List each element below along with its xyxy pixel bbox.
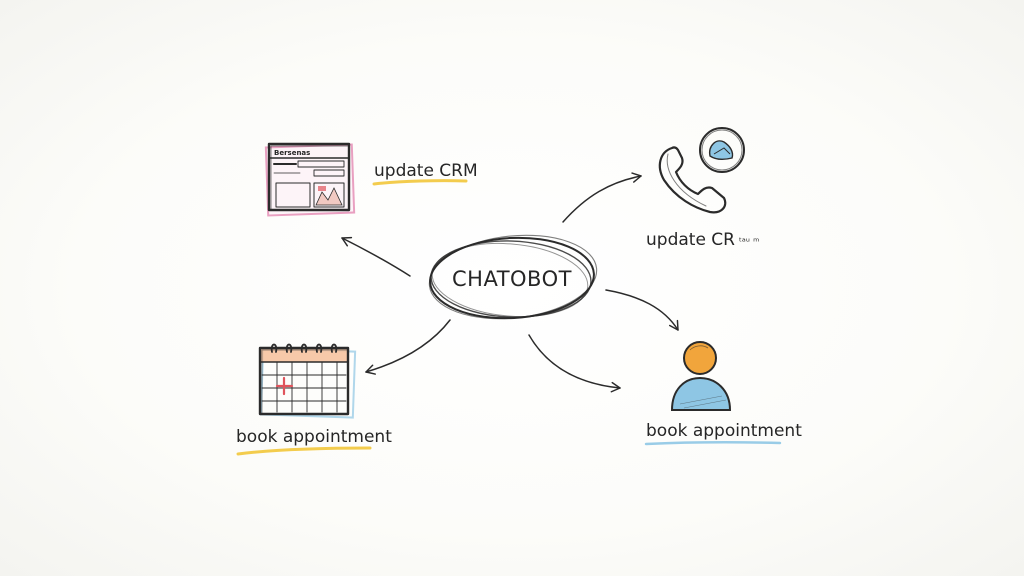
arrow-to-calendar <box>365 319 451 375</box>
arrow-to-phone <box>562 172 642 223</box>
phone-node-label-main: update CR <box>646 230 735 250</box>
browser-window-icon: Bersenas <box>264 142 356 217</box>
arrow-to-person <box>605 289 679 331</box>
phone-node-label-suffix: ᵗᵃᵘ ᵐ <box>739 237 759 248</box>
phone-node-label: update CR ᵗᵃᵘ ᵐ <box>646 230 759 250</box>
person-label-underline <box>644 441 782 446</box>
person-icon <box>670 341 732 411</box>
arrow-to-person-lower <box>528 334 621 393</box>
browser-node-label: update CRM <box>374 161 478 181</box>
browser-window-title: Bersenas <box>274 149 310 157</box>
calendar-icon <box>258 343 357 419</box>
calendar-node-label: book appointment <box>236 427 392 447</box>
arrow-to-browser <box>341 236 411 277</box>
calendar-label-underline <box>236 446 372 456</box>
central-node: CHATOBOT <box>428 234 598 320</box>
central-label: CHATOBOT <box>452 267 572 291</box>
browser-label-underline <box>372 179 468 186</box>
phone-icon <box>658 127 745 214</box>
person-node-label: book appointment <box>646 421 802 441</box>
